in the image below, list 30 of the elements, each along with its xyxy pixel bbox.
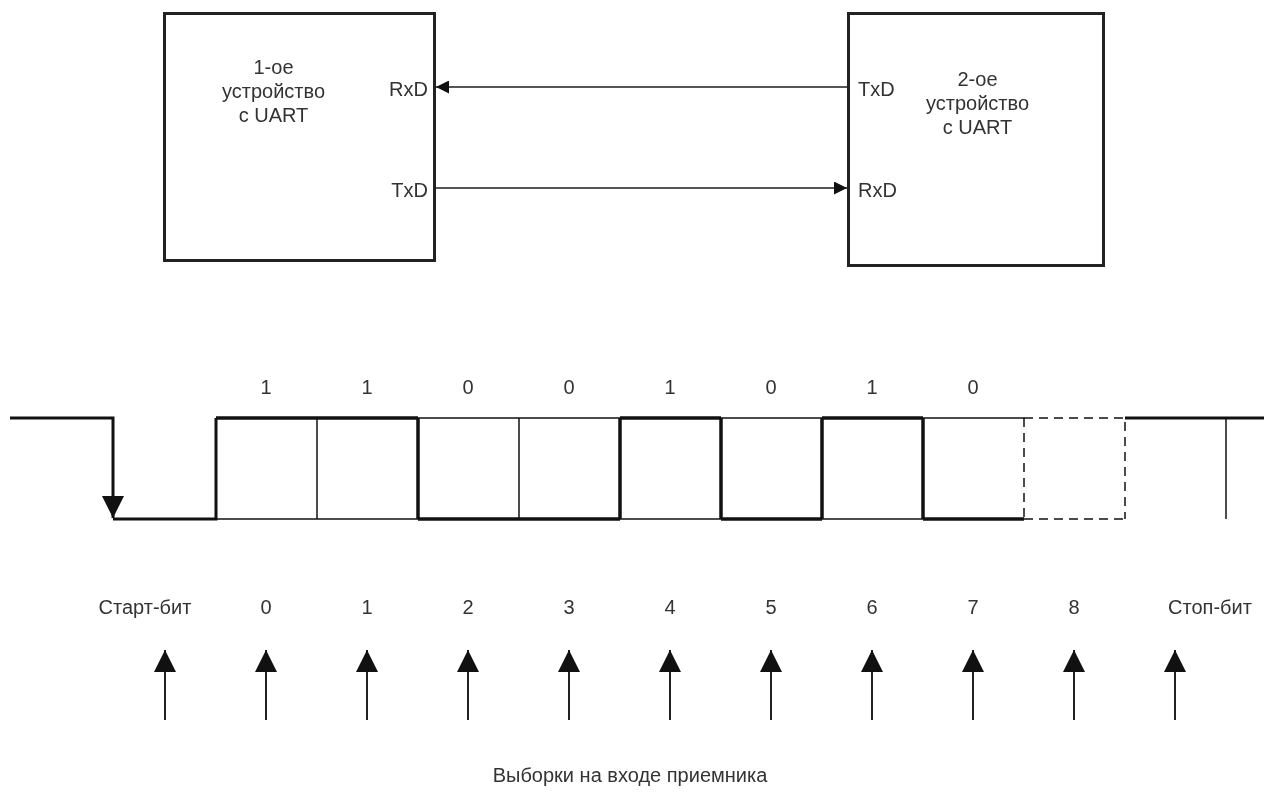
bit-index: 6: [866, 595, 878, 619]
bit-value: 0: [462, 375, 474, 399]
bit-index: 5: [765, 595, 777, 619]
stop-bit-label: Стоп-бит: [1168, 595, 1252, 619]
pin-label: RxD: [858, 178, 898, 202]
bit-value: 1: [664, 375, 676, 399]
pin-label: TxD: [390, 178, 428, 202]
caption-text: Выборки на входе приемника: [492, 763, 768, 787]
device-box: [847, 12, 1105, 267]
pin-label: TxD: [858, 77, 896, 101]
device-label: 1-ое устройство с UART: [220, 55, 326, 127]
signal-arrow: [435, 181, 848, 195]
bit-index: 3: [563, 595, 575, 619]
bit-value: 1: [361, 375, 373, 399]
bit-value: 0: [765, 375, 777, 399]
bit-value: 1: [866, 375, 878, 399]
device-label: 2-ое устройство с UART: [924, 67, 1030, 139]
bit-index: 8: [1068, 595, 1080, 619]
bit-index: 2: [462, 595, 474, 619]
bit-index: 4: [664, 595, 676, 619]
bit-value: 0: [967, 375, 979, 399]
bit-index: 7: [967, 595, 979, 619]
bit-value: 1: [260, 375, 272, 399]
bit-value: 0: [563, 375, 575, 399]
device-box: [163, 12, 436, 262]
signal-arrow: [435, 80, 848, 94]
bit-index: 0: [260, 595, 272, 619]
bit-index: 1: [361, 595, 373, 619]
start-bit-label: Старт-бит: [98, 595, 192, 619]
pin-label: RxD: [388, 77, 428, 101]
